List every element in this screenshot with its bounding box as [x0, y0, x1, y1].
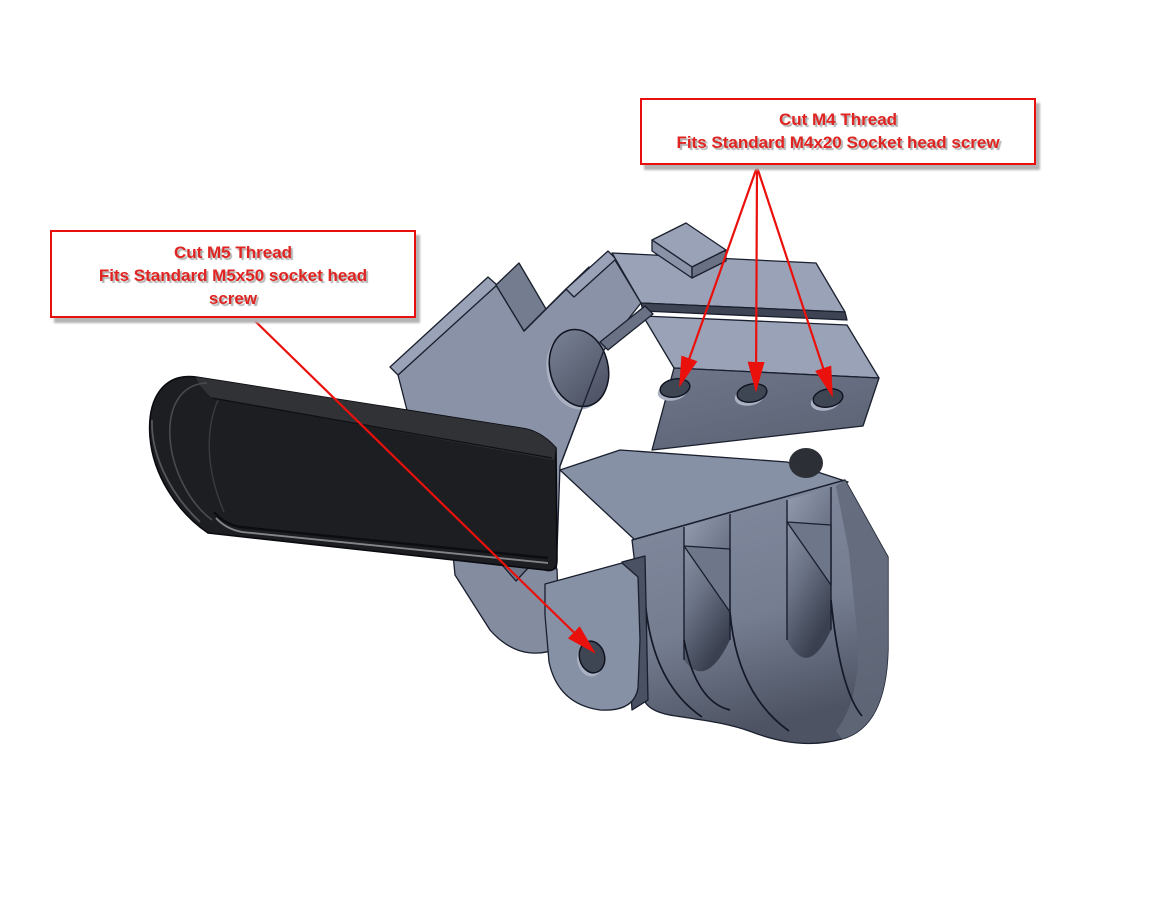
m5-thread-callout: Cut M5 Thread Fits Standard M5x50 socket… [50, 230, 416, 318]
m5-callout-line3: screw [208, 289, 258, 308]
m5-callout-line1: Cut M5 Thread [173, 243, 293, 262]
counterbore-oval [546, 328, 610, 410]
plate-top-edge [631, 479, 846, 541]
hinge-knuckles [631, 479, 889, 744]
leader-arrows [252, 166, 834, 654]
oval-hole [548, 328, 610, 408]
pad-cap-seams [151, 382, 225, 523]
rail-clamp-stack [611, 222, 880, 451]
m5-leader [252, 318, 596, 654]
rubber-pad [148, 375, 558, 572]
pad-lip-crease [213, 511, 549, 564]
rubber-dome [789, 448, 823, 478]
face-edge-line [559, 349, 605, 467]
pad-top-band-edge [211, 397, 553, 459]
m4-callout-line2: Fits Standard M4x20 Socket head screw [676, 133, 1000, 152]
m4-callout-line1: Cut M4 Thread [778, 110, 898, 129]
m5-tab-face [544, 562, 641, 711]
m4-holes [657, 378, 844, 411]
m4-leader-2 [747, 166, 765, 393]
m4-thread-callout: Cut M4 Thread Fits Standard M4x20 Socket… [640, 98, 1036, 165]
m4-leader-3 [755, 166, 834, 398]
pad-top-band [196, 377, 556, 460]
knuckle-side-face [836, 480, 888, 739]
barrel-curves [644, 597, 863, 732]
m5-callout-line2: Fits Standard M5x50 socket head [98, 266, 368, 285]
top-tab-right-face [691, 249, 727, 279]
v-notch-right-wall [523, 266, 590, 332]
m5-tab [544, 562, 641, 711]
key-groove [599, 305, 654, 351]
m4-leader-1 [678, 166, 759, 388]
